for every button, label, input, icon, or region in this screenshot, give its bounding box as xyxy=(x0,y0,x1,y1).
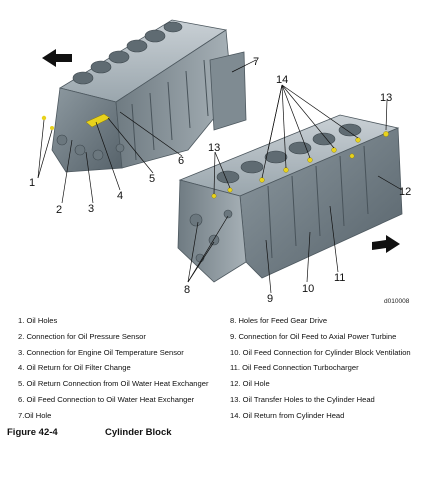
legend-item: 6. Oil Feed Connection to Oil Water Heat… xyxy=(18,394,195,404)
legend-item: 2. Connection for Oil Pressure Sensor xyxy=(18,331,146,341)
figure-caption: Figure 42-4 Cylinder Block xyxy=(7,427,172,438)
legend-item: 12. Oil Hole xyxy=(230,379,270,389)
figure-number: Figure 42-4 xyxy=(7,427,58,438)
legend-item: 9. Connection for Oil Feed to Axial Powe… xyxy=(230,331,397,341)
callout-2: 2 xyxy=(56,204,62,216)
callout-13-left: 13 xyxy=(208,142,220,154)
front-direction-arrow-right xyxy=(372,235,400,253)
callout-numbers: 1 2 3 4 5 6 7 14 13 13 12 8 9 10 11 xyxy=(29,56,411,305)
callout-7: 7 xyxy=(253,56,259,68)
legend-item: 11. Oil Feed Connection Turbocharger xyxy=(230,363,359,373)
lower-cylinder-block xyxy=(177,114,403,283)
legend-item: 5. Oil Return Connection from Oil Water … xyxy=(18,379,209,389)
front-direction-arrow-left xyxy=(42,49,72,67)
legend-item: 4. Oil Return for Oil Filter Change xyxy=(18,363,131,373)
legend-item: 7.Oil Hole xyxy=(18,410,52,420)
callout-6: 6 xyxy=(178,155,184,167)
legend-item: 13. Oil Transfer Holes to the Cylinder H… xyxy=(230,394,375,404)
legend-column-left: 1. Oil Holes 2. Connection for Oil Press… xyxy=(18,313,230,424)
legend-item: 1. Oil Holes xyxy=(18,316,58,325)
callout-9: 9 xyxy=(267,293,273,305)
callout-10: 10 xyxy=(302,283,314,295)
callout-5: 5 xyxy=(149,173,155,185)
callout-12: 12 xyxy=(399,186,411,198)
callout-8: 8 xyxy=(184,284,190,296)
legend-item: 3. Connection for Engine Oil Temperature… xyxy=(18,347,184,357)
cylinder-block-illustration: 1 2 3 4 5 6 7 14 13 13 12 8 9 10 11 d010… xyxy=(29,19,411,305)
drawing-code: d010008 xyxy=(384,298,410,305)
legend-item: 14. Oil Return from Cylinder Head xyxy=(230,410,345,420)
callout-11: 11 xyxy=(334,272,345,284)
callout-3: 3 xyxy=(88,203,94,215)
callout-leader-lines xyxy=(37,59,403,294)
figure-legend: 1. Oil Holes 2. Connection for Oil Press… xyxy=(18,313,428,425)
legend-item: 10. Oil Feed Connection for Cylinder Blo… xyxy=(230,347,411,357)
upper-cylinder-block xyxy=(41,19,247,173)
figure-title: Cylinder Block xyxy=(105,427,172,438)
callout-14: 14 xyxy=(276,74,288,86)
legend-item: 8. Holes for Feed Gear Drive xyxy=(230,316,328,325)
legend-column-right: 8. Holes for Feed Gear Drive 9. Connecti… xyxy=(230,313,430,424)
callout-13-right: 13 xyxy=(380,92,392,104)
callout-1: 1 xyxy=(29,177,35,189)
cylinder-block-figure: 1 2 3 4 5 6 7 14 13 13 12 8 9 10 11 d010… xyxy=(29,19,411,305)
callout-4: 4 xyxy=(117,190,123,202)
